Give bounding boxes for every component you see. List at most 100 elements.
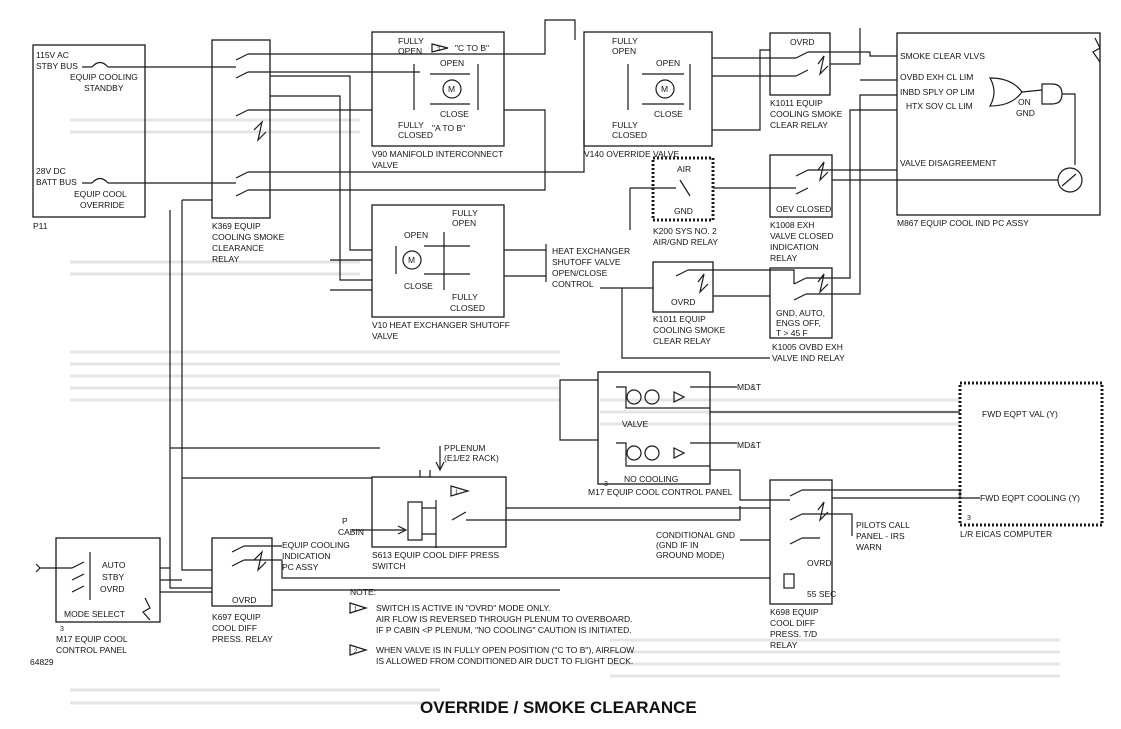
k200-line1: K200 SYS NO. 2	[653, 226, 717, 236]
k697-line1: K697 EQUIP	[212, 612, 261, 622]
k1011-top-relay: OVRD K1011 EQUIP COOLING SMOKE CLEAR REL…	[769, 32, 843, 130]
mode-select-switch	[71, 552, 91, 600]
k697-ovrd: OVRD	[232, 595, 257, 605]
v140-motor	[655, 79, 675, 99]
override-breaker-symbol	[82, 177, 122, 184]
v10-ctrl1: HEAT EXCHANGER	[552, 246, 630, 256]
k1008-contacts	[795, 161, 829, 195]
v140-open: OPEN	[656, 58, 680, 68]
k1005-line1: K1005 OVBD EXH	[772, 342, 843, 352]
k698-contacts	[789, 489, 829, 545]
k698-ovrd: OVRD	[807, 558, 832, 568]
s613-contact	[451, 511, 478, 521]
k1011-top-line2: COOLING SMOKE	[770, 109, 843, 119]
p11-equip-cool: EQUIP COOL	[74, 189, 127, 199]
v140-label: V140 OVERRIDE VALVE	[584, 149, 679, 159]
v10-fully-closed-2: CLOSED	[450, 303, 485, 313]
mode-ovrd: OVRD	[100, 584, 125, 594]
k1011-top-contacts	[795, 51, 829, 77]
v90-valve: FULLY OPEN 2 "C TO B" OPEN M CLOSE FULLY…	[371, 31, 505, 170]
k1008-line4: RELAY	[770, 253, 798, 263]
k697-ind-3: PC ASSY	[282, 562, 319, 572]
plenum-arrow	[435, 446, 445, 472]
p11-box	[32, 44, 146, 218]
v140-fully-open-1: FULLY	[612, 36, 638, 46]
v140-fully-closed-2: CLOSED	[612, 130, 647, 140]
p11-override: OVERRIDE	[80, 200, 125, 210]
v10-label2: VALVE	[372, 331, 398, 341]
k1011-mid-line3: CLEAR RELAY	[653, 336, 711, 346]
mode-stby: STBY	[102, 572, 125, 582]
k200-air: AIR	[677, 164, 691, 174]
eicas-fwd-cooling: FWD EQPT COOLING (Y)	[980, 493, 1080, 503]
s613-p-cabin-1: P	[342, 516, 348, 526]
k1005-line2: VALVE IND RELAY	[772, 353, 845, 363]
k1005-box	[769, 267, 833, 339]
m867-on: ON	[1018, 97, 1031, 107]
k1005-gnd-auto: GND, AUTO,	[776, 308, 825, 318]
v90-fully-closed-1: FULLY	[398, 120, 424, 130]
k698-pilots-3: WARN	[856, 542, 882, 552]
k1011-top-line3: CLEAR RELAY	[770, 120, 828, 130]
k200-box	[651, 156, 715, 222]
note1-number: 1	[354, 607, 358, 613]
s613-p-cabin-2: CABIN	[338, 527, 364, 537]
m867-box	[896, 32, 1101, 216]
no-cooling-lamp-diodes	[616, 442, 710, 467]
p11-batt-bus: BATT BUS	[36, 177, 77, 187]
k200-line2: AIR/GND RELAY	[653, 237, 718, 247]
m17-mdt2: MD&T	[737, 440, 761, 450]
m17-mdt1: MD&T	[737, 382, 761, 392]
v10-ctrl4: CONTROL	[552, 279, 594, 289]
m867-disagree: VALVE DISAGREEMENT	[900, 158, 997, 168]
note1-line1: SWITCH IS ACTIVE IN "OVRD" MODE ONLY.	[376, 603, 550, 613]
v140-valve: FULLY OPEN OPEN M CLOSE FULLY CLOSED V14…	[583, 31, 713, 159]
m17-lamp-box	[597, 371, 711, 485]
k1011-mid-relay: OVRD K1011 EQUIP COOLING SMOKE CLEAR REL…	[652, 261, 726, 346]
k1005-temp: T > 45 F	[776, 328, 808, 338]
k369-line2: COOLING SMOKE	[212, 232, 285, 242]
s613-note1-number: 1	[455, 490, 459, 496]
v90-close: CLOSE	[440, 109, 469, 119]
paper-texture	[70, 118, 1060, 705]
note2-line2: IS ALLOWED FROM CONDITIONED AIR DUCT TO …	[376, 656, 633, 666]
p11-stby-bus: STBY BUS	[36, 61, 78, 71]
k1005-engs-off: ENGS OFF,	[776, 318, 821, 328]
m867-smoke-clear: SMOKE CLEAR VLVS	[900, 51, 985, 61]
note2-line1: WHEN VALVE IS IN FULLY OPEN POSITION ("C…	[376, 645, 634, 655]
k698-line4: RELAY	[770, 640, 798, 650]
k698-cond-2: (GND IF IN	[656, 540, 699, 550]
v10-label1: V10 HEAT EXCHANGER SHUTOFF	[372, 320, 510, 330]
k1011-mid-line1: K1011 EQUIP	[653, 314, 706, 324]
k369-box	[211, 39, 271, 219]
k1008-line3: INDICATION	[770, 242, 818, 252]
k698-pilots-2: PANEL - IRS	[856, 531, 905, 541]
k697-contacts	[231, 545, 267, 572]
cabin-arrow	[352, 525, 408, 535]
k698-cond-3: GROUND MODE)	[656, 550, 725, 560]
v90-note2-flag	[431, 43, 449, 53]
k1008-relay: OEV CLOSED K1008 EXH VALVE CLOSED INDICA…	[769, 154, 833, 263]
k697-ind-1: EQUIP COOLING	[282, 540, 350, 550]
k1008-box	[769, 154, 833, 218]
k369-relay: K369 EQUIP COOLING SMOKE CLEARANCE RELAY	[211, 39, 285, 264]
eicas-computer: FWD EQPT VAL (Y) FWD EQPT COOLING (Y) 3 …	[958, 381, 1104, 539]
k200-contact	[679, 179, 691, 197]
v90-note2-number: 2	[437, 47, 441, 53]
s613-plenum-2: (E1/E2 RACK)	[444, 453, 499, 463]
standby-breaker-symbol	[82, 61, 122, 68]
k698-line3: PRESS. T/D	[770, 629, 817, 639]
v140-close: CLOSE	[654, 109, 683, 119]
k698-timer-coil	[783, 573, 795, 589]
v10-motor-letter: M	[408, 255, 415, 265]
k1011-top-line1: K1011 EQUIP	[770, 98, 823, 108]
p11-ac-bus: 115V AC	[36, 50, 69, 60]
k369-line3: CLEARANCE	[212, 243, 264, 253]
v10-fully-open-1: FULLY	[452, 208, 478, 218]
and-gate-symbol	[1041, 83, 1063, 105]
note1-line3: IF P CABIN <P PLENUM, "NO COOLING" CAUTI…	[376, 625, 632, 635]
k200-relay: AIR GND K200 SYS NO. 2 AIR/GND RELAY	[651, 156, 718, 247]
m17-panel-label: M17 EQUIP COOL CONTROL PANEL	[588, 487, 733, 497]
k697-line2: COOL DIFF	[212, 623, 257, 633]
v10-ctrl3: OPEN/CLOSE	[552, 268, 608, 278]
